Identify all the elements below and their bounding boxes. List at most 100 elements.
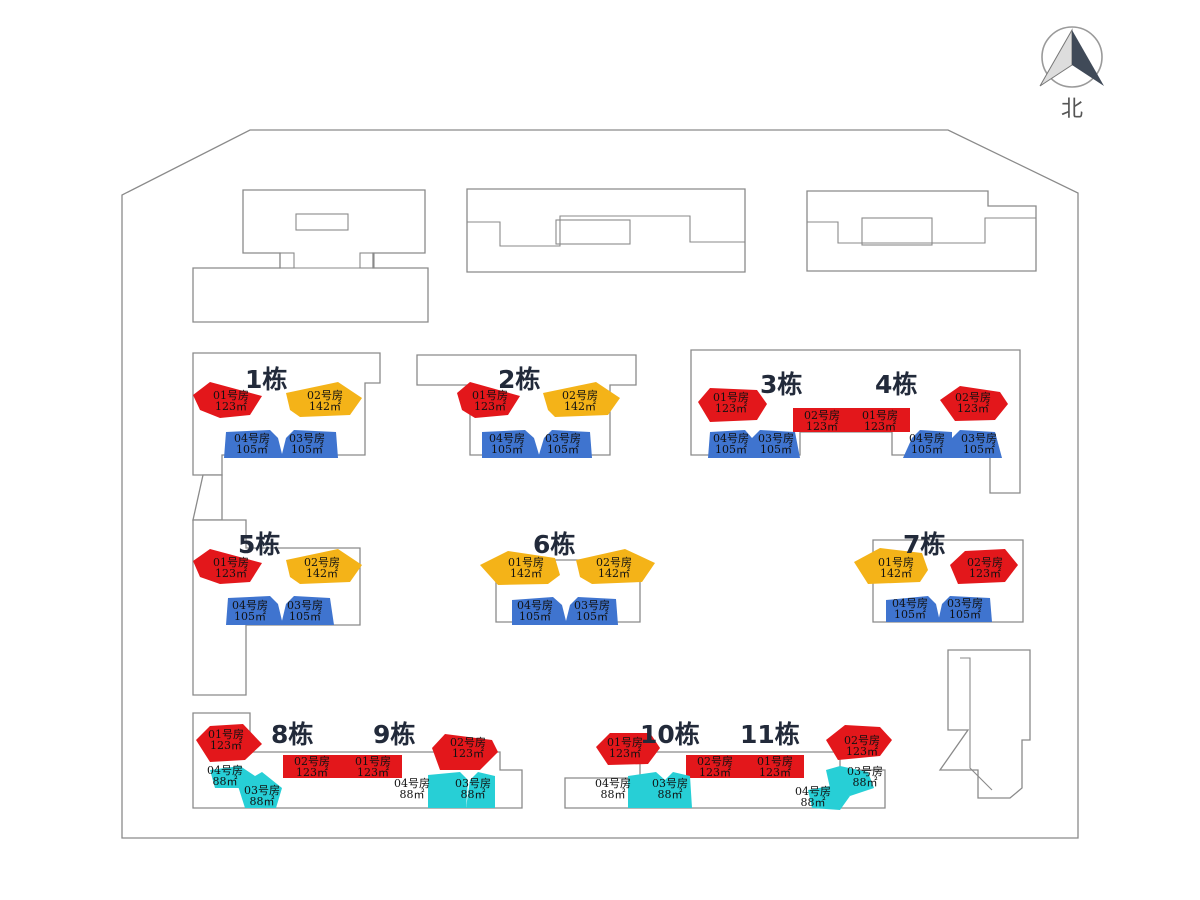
unit-b3-03 [752, 430, 800, 458]
unit-b1-03 [281, 430, 338, 458]
north-arrow: 北 [1039, 26, 1104, 122]
unit-room-label: 03号房 [652, 777, 688, 790]
unit-shapes [193, 382, 1018, 810]
unit-b5-04 [226, 596, 283, 625]
east-podium [938, 649, 1031, 799]
unit-room-label: 03号房 [244, 784, 280, 797]
unit-b3-04 [708, 430, 752, 458]
unit-area-label: 88㎡ [250, 795, 275, 808]
unit-area-label: 123㎡ [609, 747, 641, 760]
unit-area-label: 105㎡ [234, 610, 266, 623]
unit-b11-01 [745, 755, 804, 778]
unit-area-label: 123㎡ [957, 402, 989, 415]
unit-room-label: 02号房 [596, 556, 632, 569]
unit-area-label: 105㎡ [894, 608, 926, 621]
unit-b8-02 [283, 755, 343, 778]
unit-area-label: 123㎡ [806, 420, 838, 433]
unit-b1-01 [193, 382, 262, 418]
building-label-9: 9栋 [373, 720, 415, 749]
unit-b7-03 [938, 596, 992, 622]
unit-room-label: 01号房 [862, 409, 898, 422]
unit-area-label: 123㎡ [296, 766, 328, 779]
unit-room-label: 03号房 [287, 599, 323, 612]
building-labels: 1栋 2栋 3栋 4栋 5栋 6栋 7栋 8栋 9栋 10栋 11栋 [238, 365, 945, 749]
unit-room-label: 01号房 [355, 755, 391, 768]
unit-b11-04 [808, 786, 850, 810]
unit-room-label: 02号房 [955, 391, 991, 404]
unit-b6-04 [512, 597, 567, 625]
unit-area-label: 142㎡ [510, 567, 542, 580]
building-label-8: 8栋 [271, 720, 313, 749]
unit-b9-03 [466, 772, 495, 808]
unit-b10-02 [686, 755, 745, 778]
unit-area-label: 88㎡ [601, 788, 626, 801]
unit-area-label: 105㎡ [949, 608, 981, 621]
unit-area-label: 142㎡ [880, 567, 912, 580]
unit-area-label: 88㎡ [213, 775, 238, 788]
unit-b4-04 [903, 430, 952, 458]
building-label-2: 2栋 [498, 365, 540, 394]
unit-area-label: 123㎡ [357, 766, 389, 779]
unit-room-label: 03号房 [574, 599, 610, 612]
unit-room-label: 01号房 [208, 728, 244, 741]
unit-area-label: 105㎡ [547, 443, 579, 456]
unit-b7-01 [854, 548, 928, 584]
unit-b4-02 [940, 386, 1008, 421]
unit-room-label: 03号房 [847, 765, 883, 778]
unit-b10-03 [665, 772, 692, 808]
unit-area-label: 105㎡ [491, 443, 523, 456]
unit-room-label: 04号房 [489, 432, 525, 445]
existing-building [466, 188, 746, 273]
existing-building-inner [467, 215, 745, 247]
unit-area-label: 105㎡ [760, 443, 792, 456]
unit-room-label: 04号房 [232, 599, 268, 612]
unit-area-label: 142㎡ [598, 567, 630, 580]
unit-room-label: 04号房 [394, 777, 430, 790]
unit-area-label: 88㎡ [658, 788, 683, 801]
unit-room-label: 03号房 [758, 432, 794, 445]
unit-b7-02 [950, 549, 1018, 584]
building-label-6: 6栋 [533, 530, 575, 559]
building-label-3: 3栋 [760, 370, 802, 399]
unit-area-label: 88㎡ [801, 796, 826, 809]
building-label-7: 7栋 [903, 530, 945, 559]
unit-room-label: 02号房 [294, 755, 330, 768]
unit-b9-04 [428, 772, 468, 808]
unit-b6-02 [576, 549, 655, 584]
unit-area-label: 123㎡ [215, 567, 247, 580]
unit-room-label: 01号房 [757, 755, 793, 768]
existing-building-inner [807, 217, 1036, 244]
unit-room-label: 03号房 [455, 777, 491, 790]
unit-room-label: 02号房 [804, 409, 840, 422]
unit-area-label: 123㎡ [452, 747, 484, 760]
unit-area-label: 105㎡ [289, 610, 321, 623]
unit-room-label: 04号房 [795, 785, 831, 798]
north-arrow-icon [1039, 28, 1073, 87]
unit-room-label: 03号房 [545, 432, 581, 445]
unit-area-label: 105㎡ [519, 610, 551, 623]
existing-building-core [861, 217, 933, 246]
unit-area-label: 105㎡ [715, 443, 747, 456]
unit-labels: 01号房123㎡02号房142㎡04号房105㎡03号房105㎡01号房123㎡… [207, 389, 1003, 809]
unit-area-label: 123㎡ [699, 766, 731, 779]
unit-area-label: 88㎡ [461, 788, 486, 801]
unit-b11-03 [826, 766, 874, 796]
unit-b1-02 [286, 382, 362, 417]
unit-room-label: 04号房 [909, 432, 945, 445]
unit-room-label: 03号房 [947, 597, 983, 610]
building-label-1: 1栋 [245, 365, 287, 394]
building-outline-2 [416, 354, 637, 456]
unit-room-label: 04号房 [207, 764, 243, 777]
unit-area-label: 123㎡ [715, 402, 747, 415]
unit-room-label: 04号房 [517, 599, 553, 612]
unit-room-label: 02号房 [304, 556, 340, 569]
unit-b2-01 [457, 382, 520, 418]
unit-b8-03 [238, 772, 282, 808]
unit-b2-03 [538, 430, 592, 458]
unit-room-label: 01号房 [213, 389, 249, 402]
unit-b5-01 [193, 549, 262, 584]
north-arrow-icon [1072, 30, 1104, 86]
unit-area-label: 142㎡ [564, 400, 596, 413]
unit-area-label: 88㎡ [853, 776, 878, 789]
